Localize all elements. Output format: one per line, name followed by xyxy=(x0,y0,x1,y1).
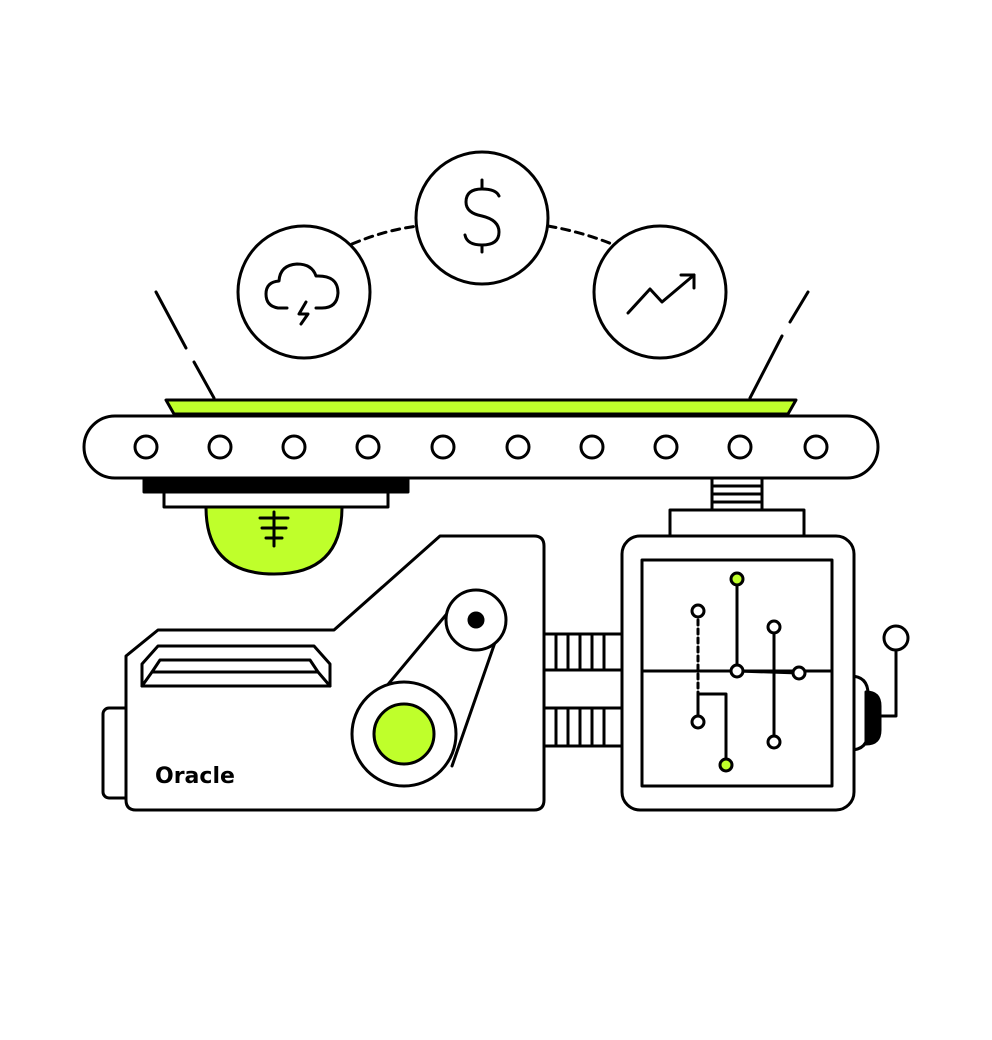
lever-handle xyxy=(878,624,910,718)
control-panel-cap xyxy=(668,508,806,538)
tray xyxy=(164,398,798,416)
oracle-machine-body xyxy=(101,534,546,812)
storm-cloud-icon xyxy=(236,224,372,360)
left-beam xyxy=(154,290,216,400)
trend-up-icon xyxy=(592,224,728,360)
dashed-arc xyxy=(546,224,614,246)
brand-label: Oracle xyxy=(155,764,235,789)
connector-spring-upper xyxy=(542,632,626,672)
conveyor-belt xyxy=(82,414,880,480)
belt-base-plate xyxy=(142,476,410,494)
spring-coil xyxy=(710,476,764,512)
circuit-panel xyxy=(620,534,856,812)
spark-dome xyxy=(204,505,344,576)
belt-base-plate-lower xyxy=(162,490,390,509)
right-beam xyxy=(748,290,810,400)
dollar-sign-icon xyxy=(414,150,550,286)
connector-spring-lower xyxy=(542,706,626,748)
dashed-arc xyxy=(350,224,420,246)
